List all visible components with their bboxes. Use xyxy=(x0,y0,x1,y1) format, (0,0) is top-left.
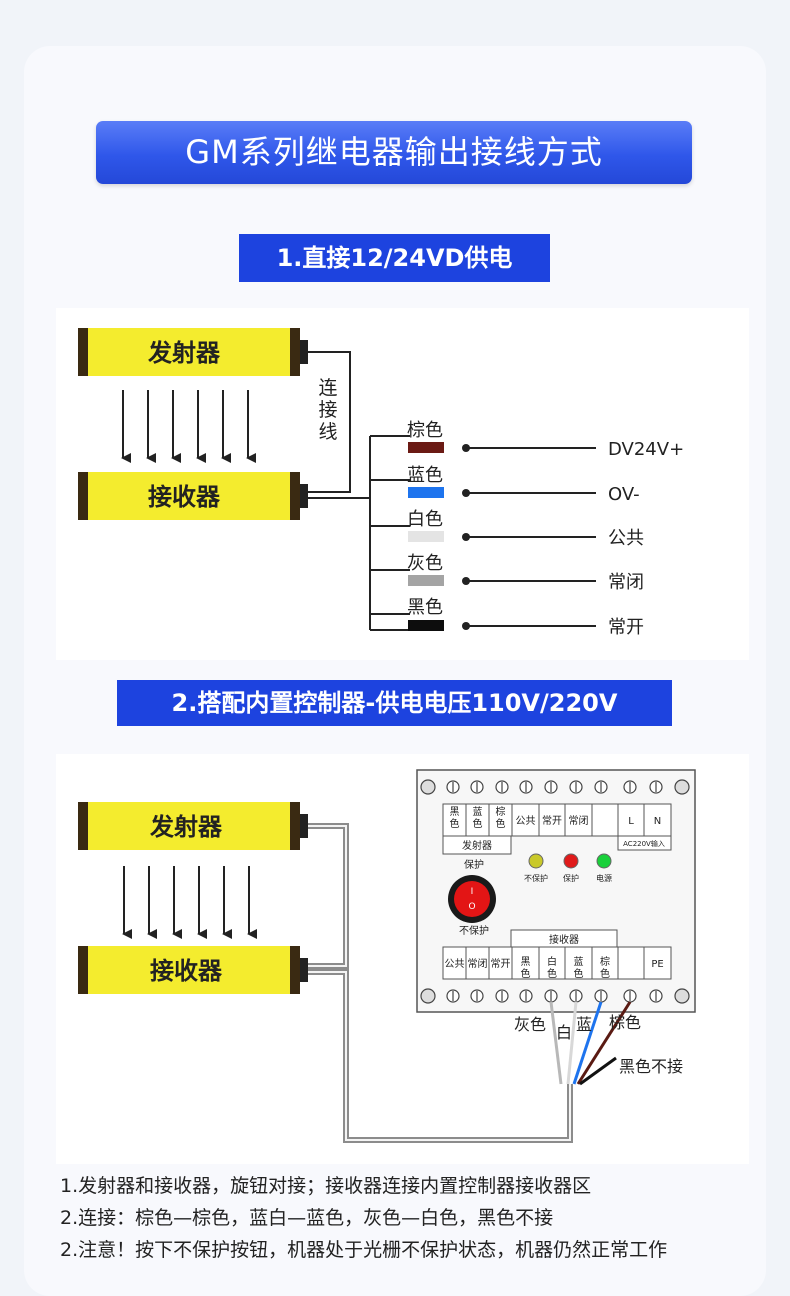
wiring-panel-direct: 发射器 接收器 连 xyxy=(56,308,749,660)
note-item: 2.注意！按下不保护按钮，机器处于光栅不保护状态，机器仍然正常工作 xyxy=(60,1239,668,1261)
top-terminal-6: 常闭 xyxy=(569,814,589,827)
wire-swatch xyxy=(408,531,444,542)
wire-row-black: 黑色 常开 xyxy=(407,597,644,638)
top-terminal-labels: 黑色 蓝色 棕色 公共 常开 常闭 L N xyxy=(450,805,662,830)
note-item: 1.发射器和接收器，旋钮对接；接收器连接内置控制器接收器区 xyxy=(60,1175,592,1197)
section-2-label: 2.搭配内置控制器-供电电压110V/220V xyxy=(117,680,672,726)
wire-color-name: 白色 xyxy=(407,509,443,530)
top-terminal-9: N xyxy=(654,816,661,827)
gray-cable-highlight xyxy=(308,825,571,1141)
controller-wiring-diagram: 发射器 接收器 xyxy=(78,769,696,1143)
page-title: GM系列继电器输出接线方式 xyxy=(96,121,692,184)
wire-color-name: 灰色 xyxy=(407,553,443,574)
indicator-leds: 不保护 保护 电源 xyxy=(524,853,612,883)
emitter-label: 发射器 xyxy=(149,813,223,841)
wire-row-blue: 蓝色 OV- xyxy=(407,465,640,505)
section-1-label: 1.直接12/24VD供电 xyxy=(239,234,550,282)
bottom-terminal-3: 常开 xyxy=(491,957,511,970)
wiring-panel-controller: 发射器 接收器 xyxy=(56,754,749,1164)
top-screws xyxy=(420,779,690,795)
wire-row-brown: 棕色 DV24V+ xyxy=(407,420,684,460)
beam-arrows xyxy=(121,390,256,463)
note-item: 2.连接：棕色—棕色，蓝白—蓝色，灰色—白色，黑色不接 xyxy=(60,1207,554,1229)
led-label-power: 电源 xyxy=(596,873,612,883)
terminal-label: 常闭 xyxy=(608,572,644,593)
bottom-terminal-6: 蓝色 xyxy=(574,956,584,980)
bottom-terminal-labels: 公共 常闭 常开 黑色 白色 蓝色 棕色 PE xyxy=(445,955,664,980)
top-screw-slots xyxy=(452,782,657,792)
top-terminal-4: 公共 xyxy=(516,815,536,827)
wire-label-gray: 灰色 xyxy=(514,1015,546,1034)
direct-wiring-diagram: 发射器 接收器 连 xyxy=(78,328,684,638)
bottom-terminal-5: 白色 xyxy=(547,955,557,980)
wire-color-name: 蓝色 xyxy=(407,465,443,486)
wire-swatch xyxy=(408,620,444,631)
terminal-label: DV24V+ xyxy=(608,439,684,460)
bottom-table-dividers xyxy=(465,947,645,979)
switch-on-mark: I xyxy=(471,887,474,897)
top-table-dividers xyxy=(465,804,645,836)
terminal-label: 常开 xyxy=(608,617,644,638)
terminal-label: 公共 xyxy=(608,528,644,549)
wire-color-name: 黑色 xyxy=(407,597,443,618)
bottom-terminal-2: 常闭 xyxy=(468,957,488,970)
top-terminal-8: L xyxy=(628,816,634,827)
wire-color-name: 棕色 xyxy=(407,420,443,441)
wire-swatch xyxy=(408,487,444,498)
receiver-label: 接收器 xyxy=(148,483,221,511)
no-protect-label: 不保护 xyxy=(459,924,489,937)
bottom-terminal-9: PE xyxy=(651,959,663,970)
top-terminal-5: 常开 xyxy=(542,814,562,827)
emitter-label: 发射器 xyxy=(147,339,221,367)
emitter-bar: 发射器 xyxy=(78,802,308,850)
wire-row-gray: 灰色 常闭 xyxy=(407,553,644,593)
top-terminal-3: 棕色 xyxy=(496,805,506,830)
protect-switch[interactable]: I O xyxy=(448,875,496,923)
bottom-terminal-1: 公共 xyxy=(445,958,465,970)
connecting-cable xyxy=(308,351,410,631)
led-label-protect: 保护 xyxy=(563,873,579,883)
controller-receiver-label: 接收器 xyxy=(549,933,579,946)
switch-off-mark: O xyxy=(468,902,475,912)
bottom-terminal-4: 黑色 xyxy=(521,956,531,980)
wire-label-white: 白 xyxy=(556,1023,572,1042)
top-terminal-1: 黑色 xyxy=(450,806,460,830)
receiver-bar: 接收器 xyxy=(78,472,308,520)
cable-label-3: 线 xyxy=(318,421,337,443)
controller-box: 黑色 蓝色 棕色 公共 常开 常闭 L N 发射器 AC220V输入 保护 不保… xyxy=(416,769,696,1013)
terminal-label: OV- xyxy=(608,484,640,505)
wire-swatch xyxy=(408,442,444,453)
notes-section: 1.发射器和接收器，旋钮对接；接收器连接内置控制器接收器区 2.连接：棕色—棕色… xyxy=(60,1172,760,1268)
led-label-no-protect: 不保护 xyxy=(524,873,548,883)
ac-input-label: AC220V输入 xyxy=(623,839,665,848)
receiver-bar: 接收器 xyxy=(78,946,308,994)
wire-row-white: 白色 公共 xyxy=(407,509,644,549)
wire-swatch xyxy=(408,575,444,586)
beam-arrows xyxy=(122,866,257,939)
top-terminal-2: 蓝色 xyxy=(473,806,483,830)
cable-label-2: 接 xyxy=(318,399,337,421)
wire-label-blue: 蓝 xyxy=(576,1015,592,1034)
wire-label-brown: 棕色 xyxy=(609,1013,641,1032)
controller-emitter-label: 发射器 xyxy=(462,839,492,852)
receiver-label: 接收器 xyxy=(150,957,223,985)
wire-label-black: 黑色不接 xyxy=(619,1057,683,1076)
bottom-screw-slots xyxy=(452,991,657,1001)
protect-label: 保护 xyxy=(464,858,484,871)
emitter-bar: 发射器 xyxy=(78,328,308,376)
bottom-terminal-7: 棕色 xyxy=(600,955,610,980)
controller-wires xyxy=(549,1001,632,1086)
cable-label-1: 连 xyxy=(318,377,337,399)
